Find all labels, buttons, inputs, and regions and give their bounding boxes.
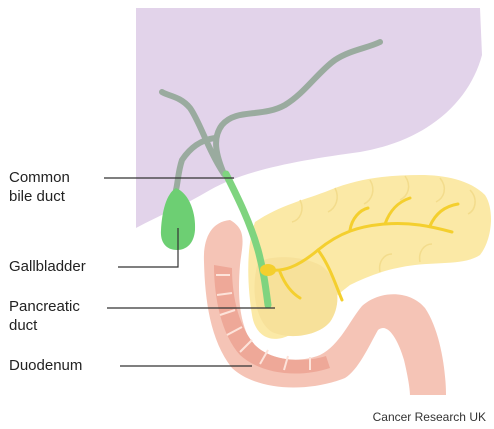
label-gallbladder: Gallbladder xyxy=(9,257,86,276)
label-pancreatic-duct: Pancreatic duct xyxy=(9,297,80,335)
label-pancreatic-duct-line2: duct xyxy=(9,316,80,335)
label-common-bile-duct-line2: bile duct xyxy=(9,187,70,206)
label-common-bile-duct: Common bile duct xyxy=(9,168,70,206)
credit: Cancer Research UK xyxy=(373,410,486,424)
label-duodenum: Duodenum xyxy=(9,356,82,375)
ampulla xyxy=(260,264,276,276)
label-common-bile-duct-line1: Common xyxy=(9,168,70,187)
label-pancreatic-duct-line1: Pancreatic xyxy=(9,297,80,316)
